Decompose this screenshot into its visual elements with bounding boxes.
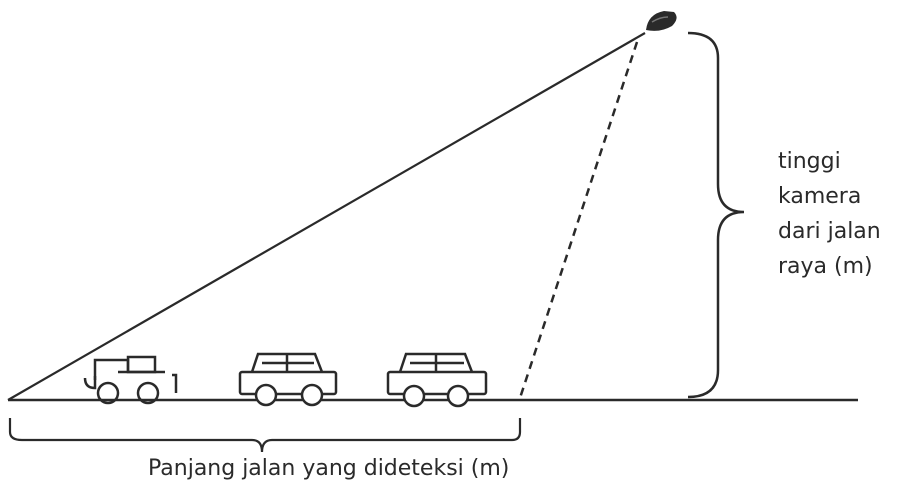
camera-height-label-line: raya (m) (778, 254, 873, 279)
camera-height-label-line: kamera (778, 184, 862, 209)
road-length-label: Panjang jalan yang dideteksi (m) (148, 456, 510, 481)
jeep-icon (83, 355, 178, 405)
car-icon-2 (386, 352, 488, 408)
camera-height-label: tinggi kamera dari jalan raya (m) (778, 144, 903, 284)
camera-height-label-line: dari jalan (778, 219, 881, 244)
camera-view-line-near (518, 41, 639, 399)
camera-icon (646, 11, 677, 31)
camera-height-label-line: tinggi (778, 149, 841, 174)
camera-view-line-far (7, 32, 646, 401)
car-icon-1 (238, 352, 338, 407)
length-brace (8, 418, 522, 453)
height-brace (687, 31, 745, 399)
